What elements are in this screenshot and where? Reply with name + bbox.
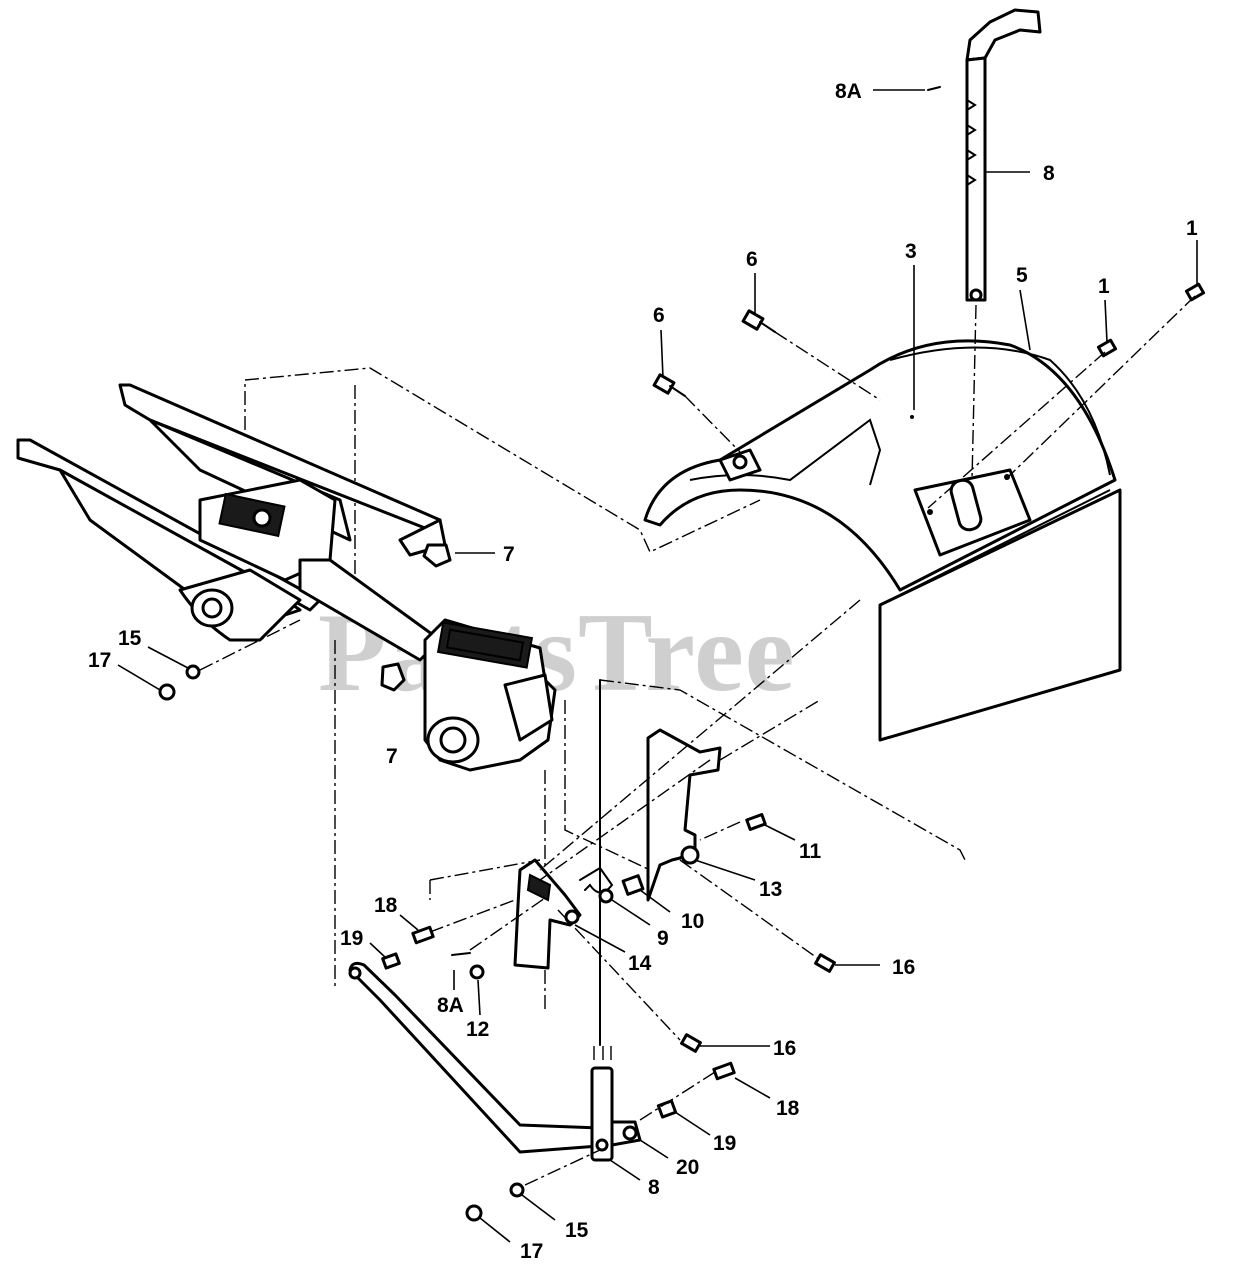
callout-15-bottom: 15 bbox=[565, 1219, 589, 1242]
callout-8-bottom: 8 bbox=[648, 1176, 660, 1199]
phantom-frame-lines bbox=[244, 367, 966, 1010]
callout-1-mid: 1 bbox=[1098, 275, 1110, 298]
callout-14: 14 bbox=[628, 952, 652, 975]
callout-11: 11 bbox=[799, 840, 822, 863]
leader-lines bbox=[117, 89, 1198, 1243]
callout-20: 20 bbox=[676, 1156, 699, 1179]
callout-16-right: 16 bbox=[892, 956, 915, 979]
callout-19-right: 19 bbox=[713, 1132, 736, 1155]
tine-shield bbox=[643, 339, 1117, 592]
callout-10: 10 bbox=[681, 910, 704, 933]
callout-18-left: 18 bbox=[374, 894, 398, 917]
callout-6-left: 6 bbox=[653, 304, 665, 327]
callout-6-right: 6 bbox=[746, 248, 758, 271]
spring-9 bbox=[579, 866, 614, 904]
callout-19-left: 19 bbox=[340, 927, 363, 950]
bracket-14 bbox=[513, 858, 582, 970]
depth-bar-handle bbox=[965, 8, 1042, 302]
callout-8a-bottom: 8A bbox=[437, 994, 464, 1017]
callout-13: 13 bbox=[759, 878, 782, 901]
callout-7-bottom: 7 bbox=[386, 745, 398, 768]
callout-7-top: 7 bbox=[503, 543, 515, 566]
depth-linkage-rod bbox=[348, 679, 642, 1162]
spacer-10 bbox=[621, 874, 645, 896]
tiller-frame-left bbox=[16, 383, 447, 662]
callout-12: 12 bbox=[466, 1018, 489, 1041]
callout-5: 5 bbox=[1016, 264, 1028, 287]
callout-8a-top: 8A bbox=[835, 80, 862, 103]
callout-16-mid: 16 bbox=[773, 1037, 796, 1060]
callout-17-left: 17 bbox=[88, 649, 111, 672]
bracket-13 bbox=[646, 728, 722, 902]
gearbox-housing bbox=[423, 618, 557, 772]
callout-17-bottom: 17 bbox=[520, 1240, 543, 1263]
callout-1-right: 1 bbox=[1186, 217, 1198, 240]
fasteners bbox=[158, 86, 1206, 1222]
callout-labels: 8A 8 1 1 5 3 6 6 7 7 15 17 11 13 10 9 14… bbox=[88, 80, 1198, 1263]
callout-8-top: 8 bbox=[1043, 162, 1055, 185]
callout-9: 9 bbox=[657, 927, 669, 950]
callout-18-right: 18 bbox=[776, 1097, 800, 1120]
callout-15-left: 15 bbox=[118, 627, 142, 650]
rear-flap bbox=[878, 488, 1122, 742]
callout-3: 3 bbox=[905, 240, 917, 263]
